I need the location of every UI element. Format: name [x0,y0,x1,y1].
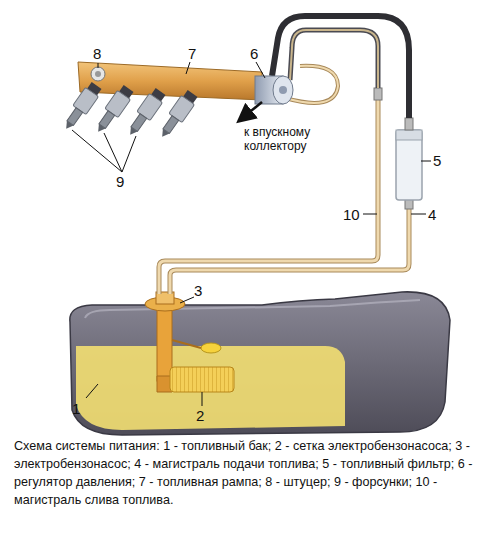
flow-note: к впускному коллектору [244,125,344,153]
supply-hose [272,16,409,118]
filter-band [396,130,422,140]
fuel-rail [78,62,262,100]
rail-fitting-core [95,71,101,77]
vacuum-arrow [240,102,262,120]
callout-number: 1 [72,400,80,417]
regulator-loop-core [285,66,338,103]
figure-caption: Схема системы питания: 1 - топливный бак… [14,437,488,509]
regulator-face [273,76,293,104]
callout-number: 5 [433,152,441,169]
return-line-core [159,98,378,294]
leader-lines [72,62,431,406]
rail-fitting [91,67,105,81]
supply-line-core [170,208,409,294]
return-hose [290,30,378,88]
pump-float [201,343,221,353]
regulator-port [279,86,287,94]
regulator-loop [285,66,338,103]
pump-tube [157,303,172,381]
callout-number: 8 [93,45,101,62]
injector [124,87,168,140]
callout-number: 10 [343,206,360,223]
fuel-tank [70,292,450,435]
callout-number: 7 [188,45,196,62]
injector [156,89,200,142]
supply-line [170,208,409,294]
injector [60,81,104,134]
return-line [159,98,378,294]
fuel-level [76,346,345,430]
fuel-filter [396,130,422,200]
callout-number: 9 [116,173,124,190]
pump-strainer [170,367,234,392]
callout-number: 3 [194,282,202,299]
return-hose-core [290,30,378,88]
callout-number: 4 [428,206,436,223]
hose-fitting [374,88,382,100]
injector [92,84,136,137]
tank-highlight [85,300,420,318]
float-arm [172,340,201,348]
callout-number: 6 [250,45,258,62]
callout-number: 2 [196,407,204,424]
filter-fitting [405,118,413,130]
